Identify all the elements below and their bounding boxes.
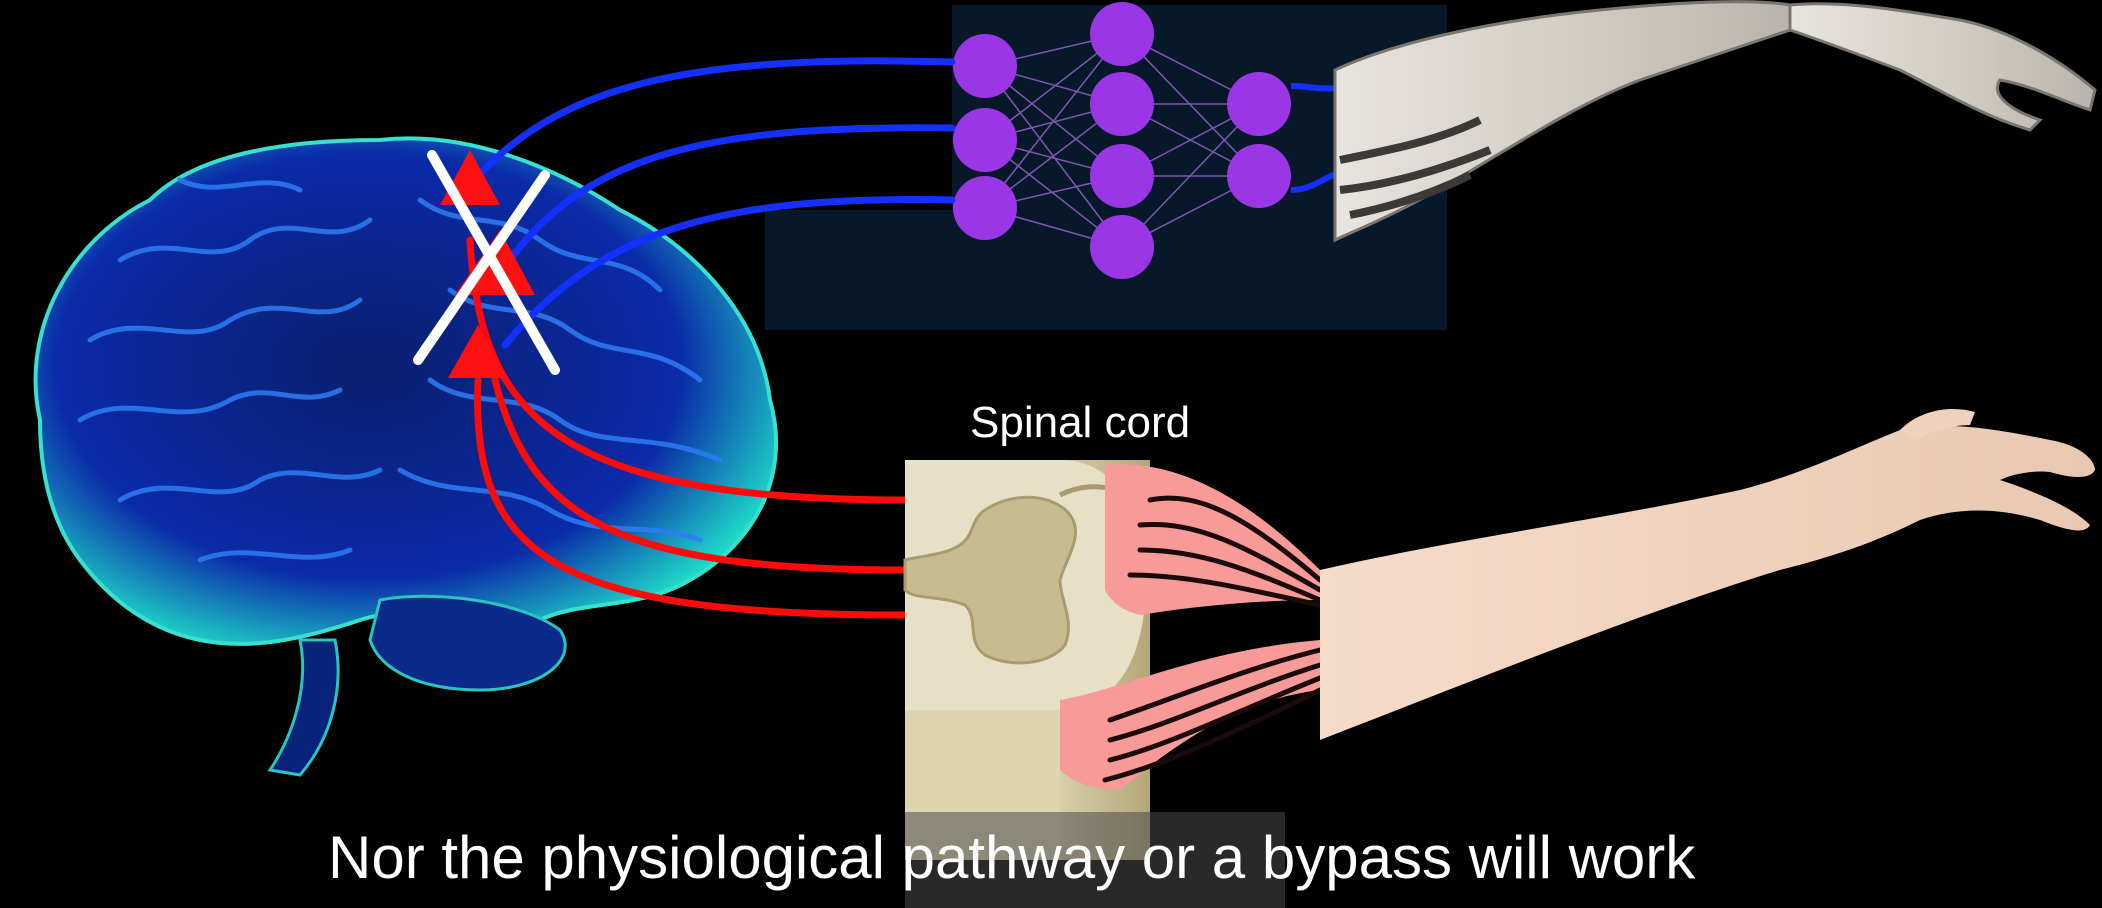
hidden-node [1090,144,1154,208]
hidden-node [1090,2,1154,66]
brain-cerebrum [36,138,776,643]
nerve-bundle-upper [1105,464,1320,615]
input-node [953,108,1017,172]
brain-stem [270,640,338,775]
output-node [1227,144,1291,208]
human-arm-illustration [1320,409,2095,740]
spinal-cord-label: Spinal cord [970,398,1220,448]
robotic-hand [1790,4,2095,130]
hidden-node [1090,215,1154,279]
hidden-node [1090,72,1154,136]
input-node [953,176,1017,240]
robotic-arm-illustration [1335,2,2095,240]
output-node [1227,72,1291,136]
slide-caption: Nor the physiological pathway or a bypas… [0,823,2102,892]
input-node [953,34,1017,98]
human-arm [1320,426,2095,740]
